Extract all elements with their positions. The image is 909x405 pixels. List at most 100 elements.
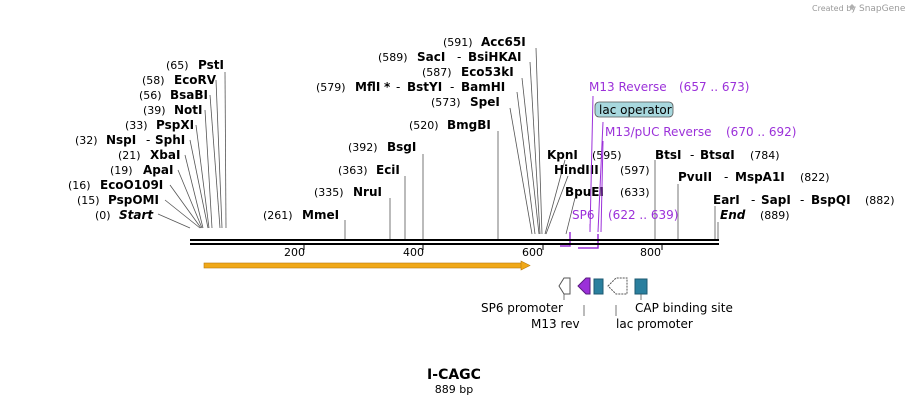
site-pos: (261) xyxy=(263,209,293,222)
site-pos: (39) xyxy=(143,104,166,117)
site-pos: (589) xyxy=(378,51,408,64)
site-name: KpnI xyxy=(547,148,578,162)
site-name-2: BstYI xyxy=(407,80,442,94)
site-name: EciI xyxy=(376,163,400,177)
site-label-start[interactable]: (0) Start xyxy=(95,208,154,222)
site-pos: (591) xyxy=(443,36,473,49)
site-name: Start xyxy=(119,208,154,222)
site-pos: (65) xyxy=(166,59,189,72)
sequence-backbone xyxy=(190,239,719,245)
site-label-acc65i[interactable]: (591) Acc65I xyxy=(443,35,526,49)
site-label-eco53ki[interactable]: (587) Eco53kI xyxy=(422,65,514,79)
cap-binding-site-glyph[interactable] xyxy=(634,278,648,295)
primer-m13-reverse[interactable]: M13 Reverse (657 .. 673) xyxy=(589,80,749,94)
ruler: 200 400 600 800 xyxy=(284,245,663,259)
site-label-ecoo109i[interactable]: (16) EcoO109I xyxy=(68,178,163,192)
site-pos: (56) xyxy=(139,89,162,102)
sp6-promoter-glyph[interactable] xyxy=(558,277,571,295)
site-label-noti[interactable]: (39) NotI xyxy=(143,103,203,117)
site-name: PstI xyxy=(198,58,224,72)
site-label-mfli-bstyi-bamhi[interactable]: (579) MflI * - BstYI - BamHI xyxy=(316,80,505,94)
site-label-pspxi[interactable]: (33) PspXI xyxy=(125,118,194,132)
site-name: BsgI xyxy=(387,140,416,154)
site-label-saci-bsihkai[interactable]: (589) SacI - BsiHKAI xyxy=(378,50,522,64)
site-label-spei[interactable]: (573) SpeI xyxy=(431,95,500,109)
site-name: PvuII xyxy=(678,170,712,184)
site-name: BtsI xyxy=(655,148,682,162)
primer-range: (657 .. 673) xyxy=(679,80,749,94)
site-label-nspi-sphi[interactable]: (32) NspI - SphI xyxy=(75,133,185,147)
site-label-hindiii[interactable]: HindIII (597) xyxy=(554,163,650,177)
site-name: SacI xyxy=(417,50,445,64)
svg-text:-: - xyxy=(800,193,804,207)
site-label-mmei[interactable]: (261) MmeI xyxy=(263,208,339,222)
m13-rev-glyph[interactable] xyxy=(577,277,591,295)
site-name: EarI xyxy=(713,193,740,207)
sp6-promoter-label: SP6 promoter xyxy=(481,301,563,315)
site-pos: (363) xyxy=(338,164,368,177)
lac-operator-glyph[interactable] xyxy=(593,278,604,295)
site-label-bpuei[interactable]: BpuEI (633) xyxy=(565,185,650,199)
site-name: NruI xyxy=(353,185,382,199)
site-label-apai[interactable]: (19) ApaI xyxy=(110,163,173,177)
orf-arrow[interactable] xyxy=(203,260,531,271)
site-pos: (15) xyxy=(77,194,100,207)
site-label-ecii[interactable]: (363) EciI xyxy=(338,163,400,177)
site-label-psti[interactable]: (65) PstI xyxy=(166,58,224,72)
site-label-pvuii-mspa1i[interactable]: PvuII - MspA1I (822) xyxy=(678,170,830,184)
site-name: End xyxy=(720,208,746,222)
primer-sp6[interactable]: SP6 (622 .. 639) xyxy=(572,208,678,222)
site-pos: (392) xyxy=(348,141,378,154)
tick-label: 800 xyxy=(640,246,661,259)
site-pos: (597) xyxy=(620,164,650,177)
site-name-2: BsiHKAI xyxy=(468,50,522,64)
site-pos: (587) xyxy=(422,66,452,79)
primer-mark-sp6 xyxy=(560,232,571,247)
svg-text:-: - xyxy=(396,80,400,94)
site-label-eari-sapi-bspqi[interactable]: EarI - SapI - BspQI (882) xyxy=(713,193,895,207)
site-label-bmgbi[interactable]: (520) BmgBI xyxy=(409,118,491,132)
lac-operator-badge[interactable]: lac operator xyxy=(594,101,674,118)
site-name: BmgBI xyxy=(447,118,491,132)
site-name: PspXI xyxy=(156,118,194,132)
site-label-nrui[interactable]: (335) NruI xyxy=(314,185,382,199)
site-label-btsi-btsai[interactable]: BtsI - BtsαI (784) xyxy=(655,148,780,162)
site-name-2: SapI xyxy=(761,193,791,207)
site-pos: (633) xyxy=(620,186,650,199)
lac-promoter-glyph[interactable] xyxy=(607,277,628,295)
primer-mark-m13 xyxy=(578,234,599,249)
site-label-ecorv[interactable]: (58) EcoRV xyxy=(142,73,217,87)
credit-prefix: Created by xyxy=(812,4,856,13)
primer-name: SP6 xyxy=(572,208,595,222)
site-name: SpeI xyxy=(470,95,500,109)
snapgene-logo-icon xyxy=(849,4,855,10)
lac-operator-label: lac operator xyxy=(599,103,672,117)
site-label-bsabi[interactable]: (56) BsaBI xyxy=(139,88,208,102)
site-name-2: SphI xyxy=(155,133,185,147)
primer-m13-puc-reverse[interactable]: M13/pUC Reverse (670 .. 692) xyxy=(605,125,796,139)
cap-binding-site-label: CAP binding site xyxy=(635,301,733,315)
primer-range: (670 .. 692) xyxy=(726,125,796,139)
site-name: MflI xyxy=(355,80,380,94)
site-name: PspOMI xyxy=(108,193,159,207)
site-pos: (58) xyxy=(142,74,165,87)
site-name: EcoRV xyxy=(174,73,217,87)
primer-range: (622 .. 639) xyxy=(608,208,678,222)
site-star: * xyxy=(384,80,391,94)
site-name: HindIII xyxy=(554,163,599,177)
site-name: BsaBI xyxy=(170,88,208,102)
site-pos: (21) xyxy=(118,149,141,162)
site-label-kpni[interactable]: KpnI (595) xyxy=(547,148,622,162)
site-name-2: BtsαI xyxy=(700,148,735,162)
snapgene-logo: SnapGene xyxy=(849,4,906,14)
svg-text:-: - xyxy=(457,50,461,64)
site-name: Acc65I xyxy=(481,35,526,49)
site-label-xbai[interactable]: (21) XbaI xyxy=(118,148,180,162)
site-label-bsgi[interactable]: (392) BsgI xyxy=(348,140,416,154)
site-name: MmeI xyxy=(302,208,339,222)
site-label-pspomi[interactable]: (15) PspOMI xyxy=(77,193,159,207)
site-name: EcoO109I xyxy=(100,178,163,192)
site-label-end[interactable]: End (889) xyxy=(720,208,790,222)
site-pos: (595) xyxy=(592,149,622,162)
site-pos: (784) xyxy=(750,149,780,162)
